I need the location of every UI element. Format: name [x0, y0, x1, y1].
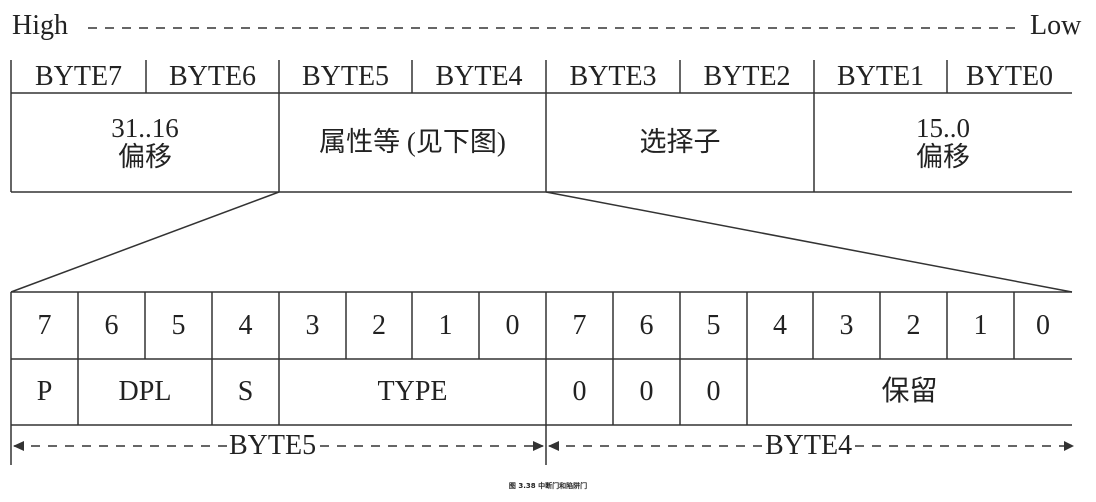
bit-number: 1	[973, 309, 988, 341]
bit-number: 2	[372, 309, 386, 341]
bit-number: 3	[305, 309, 320, 341]
byte5-span-label: BYTE5	[227, 430, 319, 461]
figure-caption: 图 3.38 中断门和陷阱门	[508, 482, 588, 490]
field-type: TYPE	[377, 376, 448, 407]
byte-label: BYTE7	[34, 60, 123, 92]
high-label: High	[10, 10, 70, 41]
bit-number: 7	[572, 309, 587, 341]
low-label: Low	[1028, 10, 1084, 41]
field-zero: 0	[639, 376, 654, 407]
arrow-head-byte4-left	[548, 441, 559, 451]
bit-number: 6	[639, 309, 654, 341]
expansion-line-left	[10, 191, 280, 293]
bit-number: 0	[1036, 309, 1050, 341]
field-zero: 0	[572, 376, 587, 407]
bit-number: 5	[706, 309, 721, 341]
bit-number: 7	[37, 309, 52, 341]
offset-low-field: 15..0 偏移	[814, 93, 1072, 192]
arrow-head-left	[13, 441, 24, 451]
bit-number: 2	[906, 309, 921, 341]
bit-number: 5	[171, 309, 186, 341]
field-p: P	[36, 376, 53, 407]
offset-high-name: 偏移	[118, 141, 172, 172]
attributes-field: 属性等 (见下图)	[319, 127, 506, 157]
selector-field: 选择子	[639, 127, 721, 157]
byte-label: BYTE2	[703, 60, 791, 92]
bit-number: 4	[773, 309, 787, 341]
byte-label: BYTE5	[301, 60, 390, 92]
byte-label: BYTE0	[965, 60, 1054, 92]
field-s: S	[237, 376, 254, 407]
byte-label: BYTE4	[435, 60, 523, 92]
byte4-span-label: BYTE4	[763, 430, 855, 461]
offset-high-range: 31..16	[111, 113, 179, 144]
offset-low-range: 15..0	[916, 113, 970, 144]
byte-label: BYTE1	[836, 60, 925, 92]
bit-number: 1	[438, 309, 453, 341]
bit-number: 3	[839, 309, 854, 341]
field-dpl: DPL	[118, 376, 172, 407]
expansion-line-right	[545, 191, 1073, 293]
offset-low-name: 偏移	[916, 141, 970, 172]
bit-number: 4	[238, 309, 253, 341]
field-reserved: 保留	[881, 376, 938, 407]
field-zero: 0	[706, 376, 721, 407]
byte-label: BYTE3	[569, 60, 657, 92]
byte-label: BYTE6	[168, 60, 257, 92]
bit-number: 6	[104, 309, 119, 341]
offset-high-field: 31..16 偏移	[11, 93, 279, 192]
arrow-head-right	[1064, 441, 1074, 451]
bit-number: 0	[505, 309, 520, 341]
arrow-head-byte5-right	[533, 441, 544, 451]
